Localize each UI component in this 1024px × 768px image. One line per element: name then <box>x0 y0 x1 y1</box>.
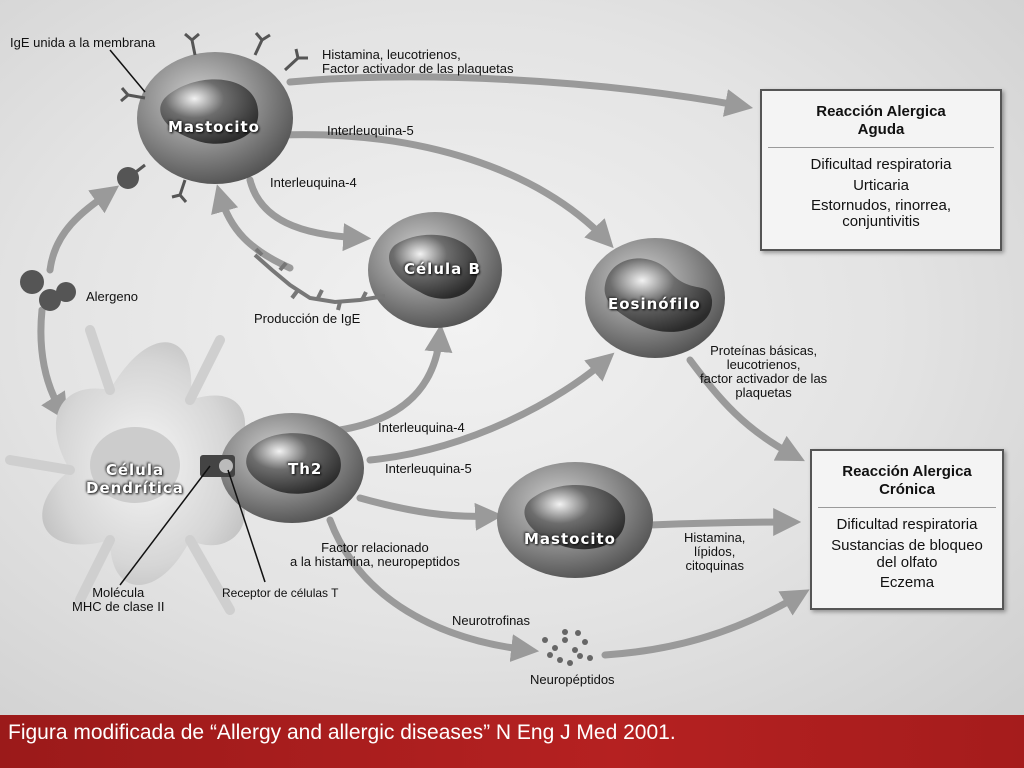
reaccion-cronica-item: Dificultad respiratoria <box>836 516 978 533</box>
label-alergeno: Alergeno <box>86 289 139 304</box>
ige-production-chain <box>253 247 386 311</box>
label-interleuquina4-mid: Interleuquina-4 <box>378 420 465 435</box>
footer-banner: Figura modificada de “Allergy and allerg… <box>0 715 1024 768</box>
mastocito-top-cell <box>120 32 308 203</box>
label-proteinas: Proteínas básicas, leucotrienos, factor … <box>700 343 828 400</box>
reaccion-aguda-item: Urticaria <box>853 177 909 194</box>
cell-name-th2: Th2 <box>288 460 323 478</box>
arrow-neuropeptidos-cronica <box>601 589 810 659</box>
label-produccion-ige: Producción de IgE <box>254 311 361 326</box>
arrow-mastocito-celulab <box>246 176 372 252</box>
pointer-receptor <box>227 469 266 583</box>
pointer-molecula <box>119 465 211 586</box>
neuropeptidos-cluster <box>542 629 593 666</box>
label-interleuquina4-top: Interleuquina-4 <box>270 175 357 190</box>
label-molecula-mhc: Molécula MHC de clase II <box>72 585 165 614</box>
cell-name-eosinofilo: Eosinófilo <box>608 295 701 313</box>
arrow-mastocito-cronica <box>646 508 802 537</box>
pointer-ige <box>109 49 146 93</box>
arrow-th2-neuropeptidos <box>326 516 540 663</box>
arrow-mastocito-eosinofilo <box>276 131 614 249</box>
diagram-graphics <box>5 32 810 666</box>
label-histamina-bottom: Histamina, lípidos, citoquinas <box>684 530 746 573</box>
arrow-mastocito-aguda <box>286 73 754 117</box>
label-interleuquina5-top: Interleuquina-5 <box>327 123 414 138</box>
label-interleuquina5-mid: Interleuquina-5 <box>385 461 472 476</box>
arrow-th2-celulab <box>336 323 453 434</box>
label-histamina-top: Histamina, leucotrienos, Factor activado… <box>322 47 514 76</box>
arrow-eosinofilo-cronica <box>686 356 805 462</box>
label-neuropeptidos: Neuropéptidos <box>530 672 615 687</box>
reaccion-cronica-title: Reacción Alergica Crónica <box>842 463 972 498</box>
mastocito-bottom-cell <box>497 462 653 578</box>
reaccion-aguda-item: Dificultad respiratoria <box>810 156 952 173</box>
arrow-th2-mastocito <box>356 494 504 531</box>
th2-cell <box>200 413 364 523</box>
reaccion-aguda-title: Reacción Alergica Aguda <box>816 103 946 138</box>
cell-name-mastocito-top: Mastocito <box>168 118 260 136</box>
reaccion-cronica-box: Reacción Alergica Crónica Dificultad res… <box>810 449 1004 610</box>
arrow-celulab-mastocito <box>211 184 294 272</box>
reaccion-cronica-item: Eczema <box>879 574 935 591</box>
arrow-alergeno-dendritica <box>37 306 68 422</box>
footer-caption: Figura modificada de “Allergy and allerg… <box>8 721 676 744</box>
celula-b-cell <box>368 212 502 328</box>
diagram-canvas: Mastocito Célula B Eosinófilo Célula Den… <box>0 0 1024 715</box>
label-ige-membrana: IgE unida a la membrana <box>10 35 156 50</box>
eosinofilo-cell <box>585 238 725 358</box>
reaccion-cronica-item: Sustancias de bloqueo del olfato <box>831 537 983 571</box>
reaccion-aguda-box: Reacción Alergica Aguda Dificultad respi… <box>760 89 1002 251</box>
arrow-dendritica-mastocito <box>46 185 120 274</box>
cell-name-celula-b: Célula B <box>404 260 481 278</box>
label-receptor: Receptor de células T <box>222 586 339 600</box>
label-factor-relacionado: Factor relacionado a la histamina, neuro… <box>290 540 460 569</box>
arrow-th2-eosinofilo <box>366 352 615 464</box>
reaccion-aguda-item: Estornudos, rinorrea, conjuntivitis <box>810 197 952 230</box>
reaccion-cronica-divider <box>818 507 996 508</box>
celula-dendritica-cell <box>5 325 246 615</box>
reaccion-aguda-divider <box>768 147 994 148</box>
cell-name-mastocito-bottom: Mastocito <box>524 530 616 548</box>
cell-name-celula-dendritica: Célula Dendrítica <box>86 461 184 497</box>
label-neurotrofinas: Neurotrofinas <box>452 613 531 628</box>
